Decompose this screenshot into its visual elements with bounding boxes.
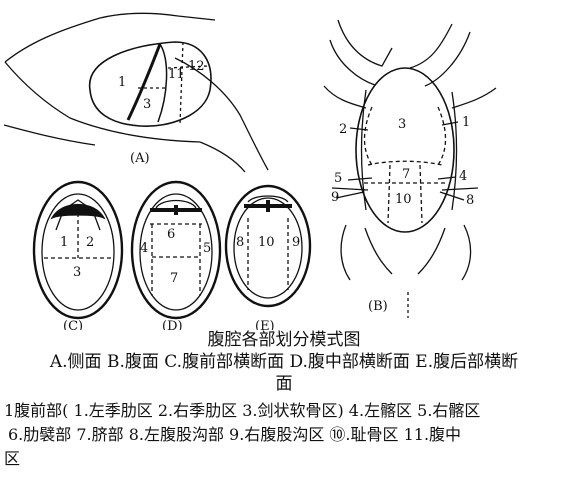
panel-b-label: (B) bbox=[368, 299, 388, 314]
panel-c-region-3: 3 bbox=[73, 265, 81, 280]
legend-line-1: 1腹前部( 1.左季肋区 2.右季肋区 3.剑状软骨区) 4.左髂区 5.右髂区 bbox=[4, 401, 481, 420]
panel-d-region-7: 7 bbox=[170, 271, 178, 286]
panel-a-region-1: 1 bbox=[118, 75, 126, 90]
caption-line-2: 面 bbox=[275, 374, 293, 394]
panel-b-region-9: 9 bbox=[331, 190, 339, 205]
panel-c-region-1: 1 bbox=[60, 235, 68, 250]
caption-line-1: A.侧面 B.腹面 C.腹前部横断面 D.腹中部横断面 E.腹后部横断 bbox=[49, 352, 519, 372]
panel-e-label: (E) bbox=[255, 319, 275, 330]
panel-a-lateral-view bbox=[3, 12, 269, 173]
panel-d-region-4: 4 bbox=[140, 241, 148, 256]
panel-b-ventral-view bbox=[323, 19, 497, 318]
anatomy-diagram: (A) 1 3 11 12 (B) 3 2 1 5 7 4 9 10 8 (C)… bbox=[3, 12, 497, 330]
panel-c-anterior-section bbox=[32, 180, 124, 320]
panel-d-mid-section bbox=[130, 180, 222, 320]
panel-b-region-5: 5 bbox=[334, 171, 342, 186]
legend-line-2: 6.肋襞部 7.脐部 8.左腹股沟部 9.右腹股沟区 ⑩.耻骨区 11.腹中 bbox=[8, 425, 462, 444]
panel-b-region-1: 1 bbox=[462, 115, 470, 130]
panel-d-region-6: 6 bbox=[167, 227, 175, 242]
legend-line-3: 区 bbox=[4, 449, 21, 468]
panel-e-region-10: 10 bbox=[258, 235, 275, 250]
panel-b-region-8: 8 bbox=[466, 193, 474, 208]
panel-b-region-2: 2 bbox=[339, 122, 347, 137]
panel-a-region-12: 12 bbox=[188, 59, 205, 74]
panel-c-region-2: 2 bbox=[86, 235, 94, 250]
panel-a-region-11: 11 bbox=[168, 67, 185, 82]
figure-title: 腹腔各部划分模式图 bbox=[207, 330, 361, 350]
panel-d-label: (D) bbox=[162, 319, 183, 330]
panel-b-region-10: 10 bbox=[395, 192, 412, 207]
panel-b-region-3: 3 bbox=[398, 117, 406, 132]
panel-b-region-4: 4 bbox=[459, 169, 467, 184]
panel-e-region-9: 9 bbox=[292, 235, 300, 250]
panel-b-region-7: 7 bbox=[402, 167, 410, 182]
panel-d-region-5: 5 bbox=[203, 241, 211, 256]
panel-c-label: (C) bbox=[63, 319, 83, 330]
panel-e-posterior-section bbox=[224, 184, 312, 308]
panel-a-region-3: 3 bbox=[143, 97, 151, 112]
panel-a-label: (A) bbox=[130, 151, 150, 166]
panel-e-region-8: 8 bbox=[236, 235, 244, 250]
